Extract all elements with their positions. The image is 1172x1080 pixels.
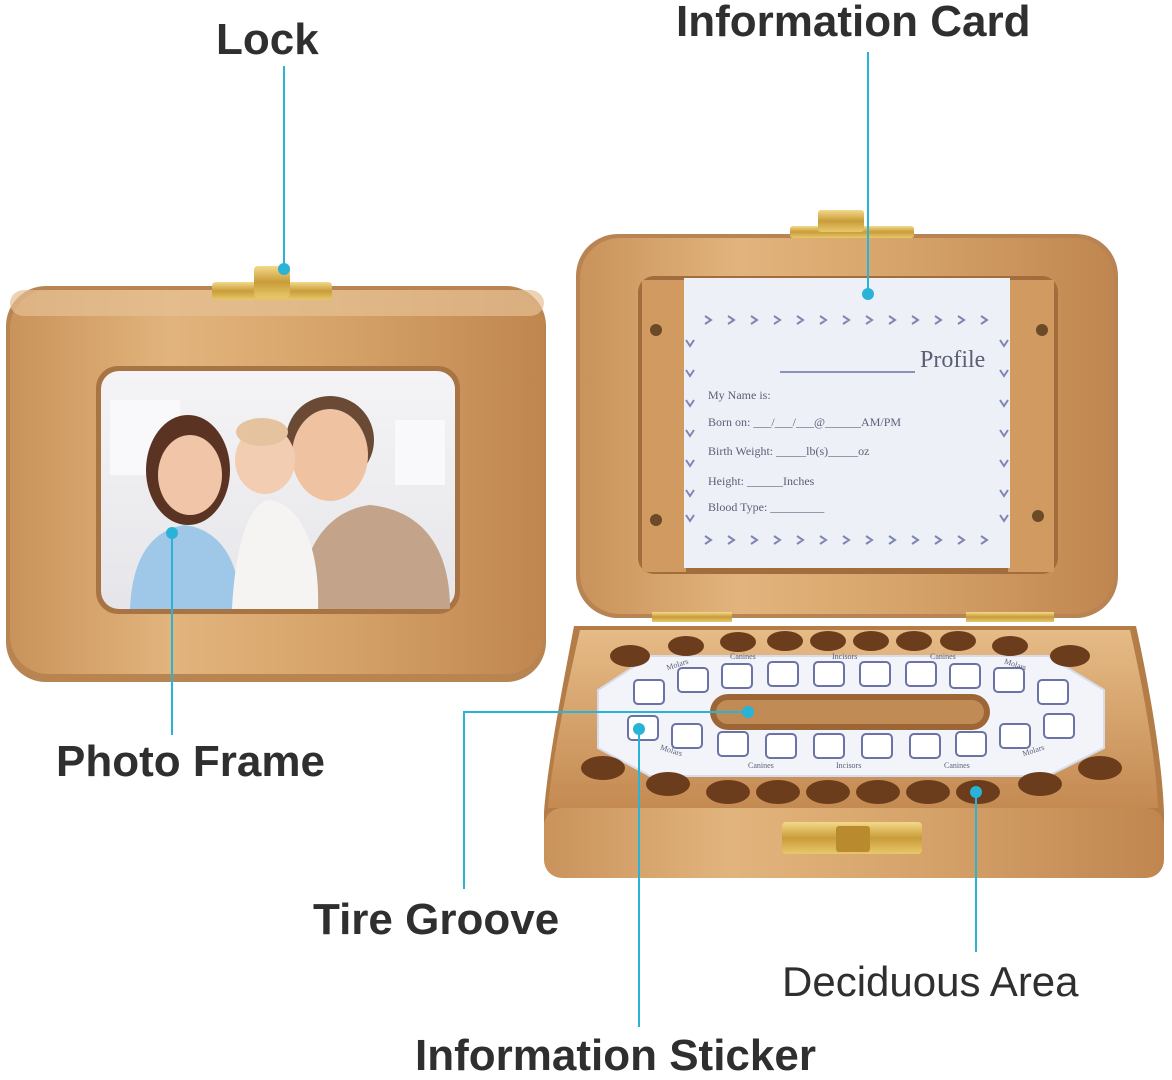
card-field-height: Height: ______Inches [708,474,815,488]
callout-photo-frame: Photo Frame [56,737,325,786]
sticker-label-top-canines-right: Canines [930,652,956,661]
front-latch [782,822,922,854]
callout-information-card: Information Card [676,0,1031,46]
card-field-name: My Name is: [708,388,771,402]
information-sticker-leader [638,729,640,1027]
tire-groove-leader-h [463,711,746,713]
photo-frame-leader [171,533,173,735]
callout-tire-groove: Tire Groove [313,895,560,944]
information-card-leader [867,52,869,294]
deciduous-area-dot [970,786,982,798]
lid-lock-hardware [790,210,914,238]
family-figures [130,396,450,609]
photo-frame-dot [166,527,178,539]
open-box-lid [576,210,1118,622]
sticker-label-top-canines-left: Canines [730,652,756,661]
information-sticker-dot [633,723,645,735]
sticker-label-bottom-canines-left: Canines [748,761,774,770]
closed-box [6,266,546,682]
card-field-born: Born on: ___/___/___@______AM/PM [708,415,902,429]
card-heading: Profile [920,347,986,373]
callout-deciduous-area: Deciduous Area [782,958,1079,1005]
tire-groove-leader-v [463,711,465,889]
information-card-panel [684,278,1010,568]
callout-information-sticker: Information Sticker [415,1031,816,1080]
sticker-label-bottom-incisors: Incisors [836,761,862,770]
information-card-dot [862,288,874,300]
lock-dot [278,263,290,275]
card-field-weight: Birth Weight: _____lb(s)_____oz [708,444,870,458]
lock-hardware [212,266,332,300]
tire-groove-dot [742,706,754,718]
card-field-blood: Blood Type: _________ [708,500,825,514]
lock-leader [283,66,285,270]
callout-lock: Lock [216,15,319,64]
open-box-base [544,626,1164,878]
sticker-label-top-incisors: Incisors [832,652,858,661]
deciduous-area-leader [975,792,977,952]
sticker-label-bottom-canines-right: Canines [944,761,970,770]
